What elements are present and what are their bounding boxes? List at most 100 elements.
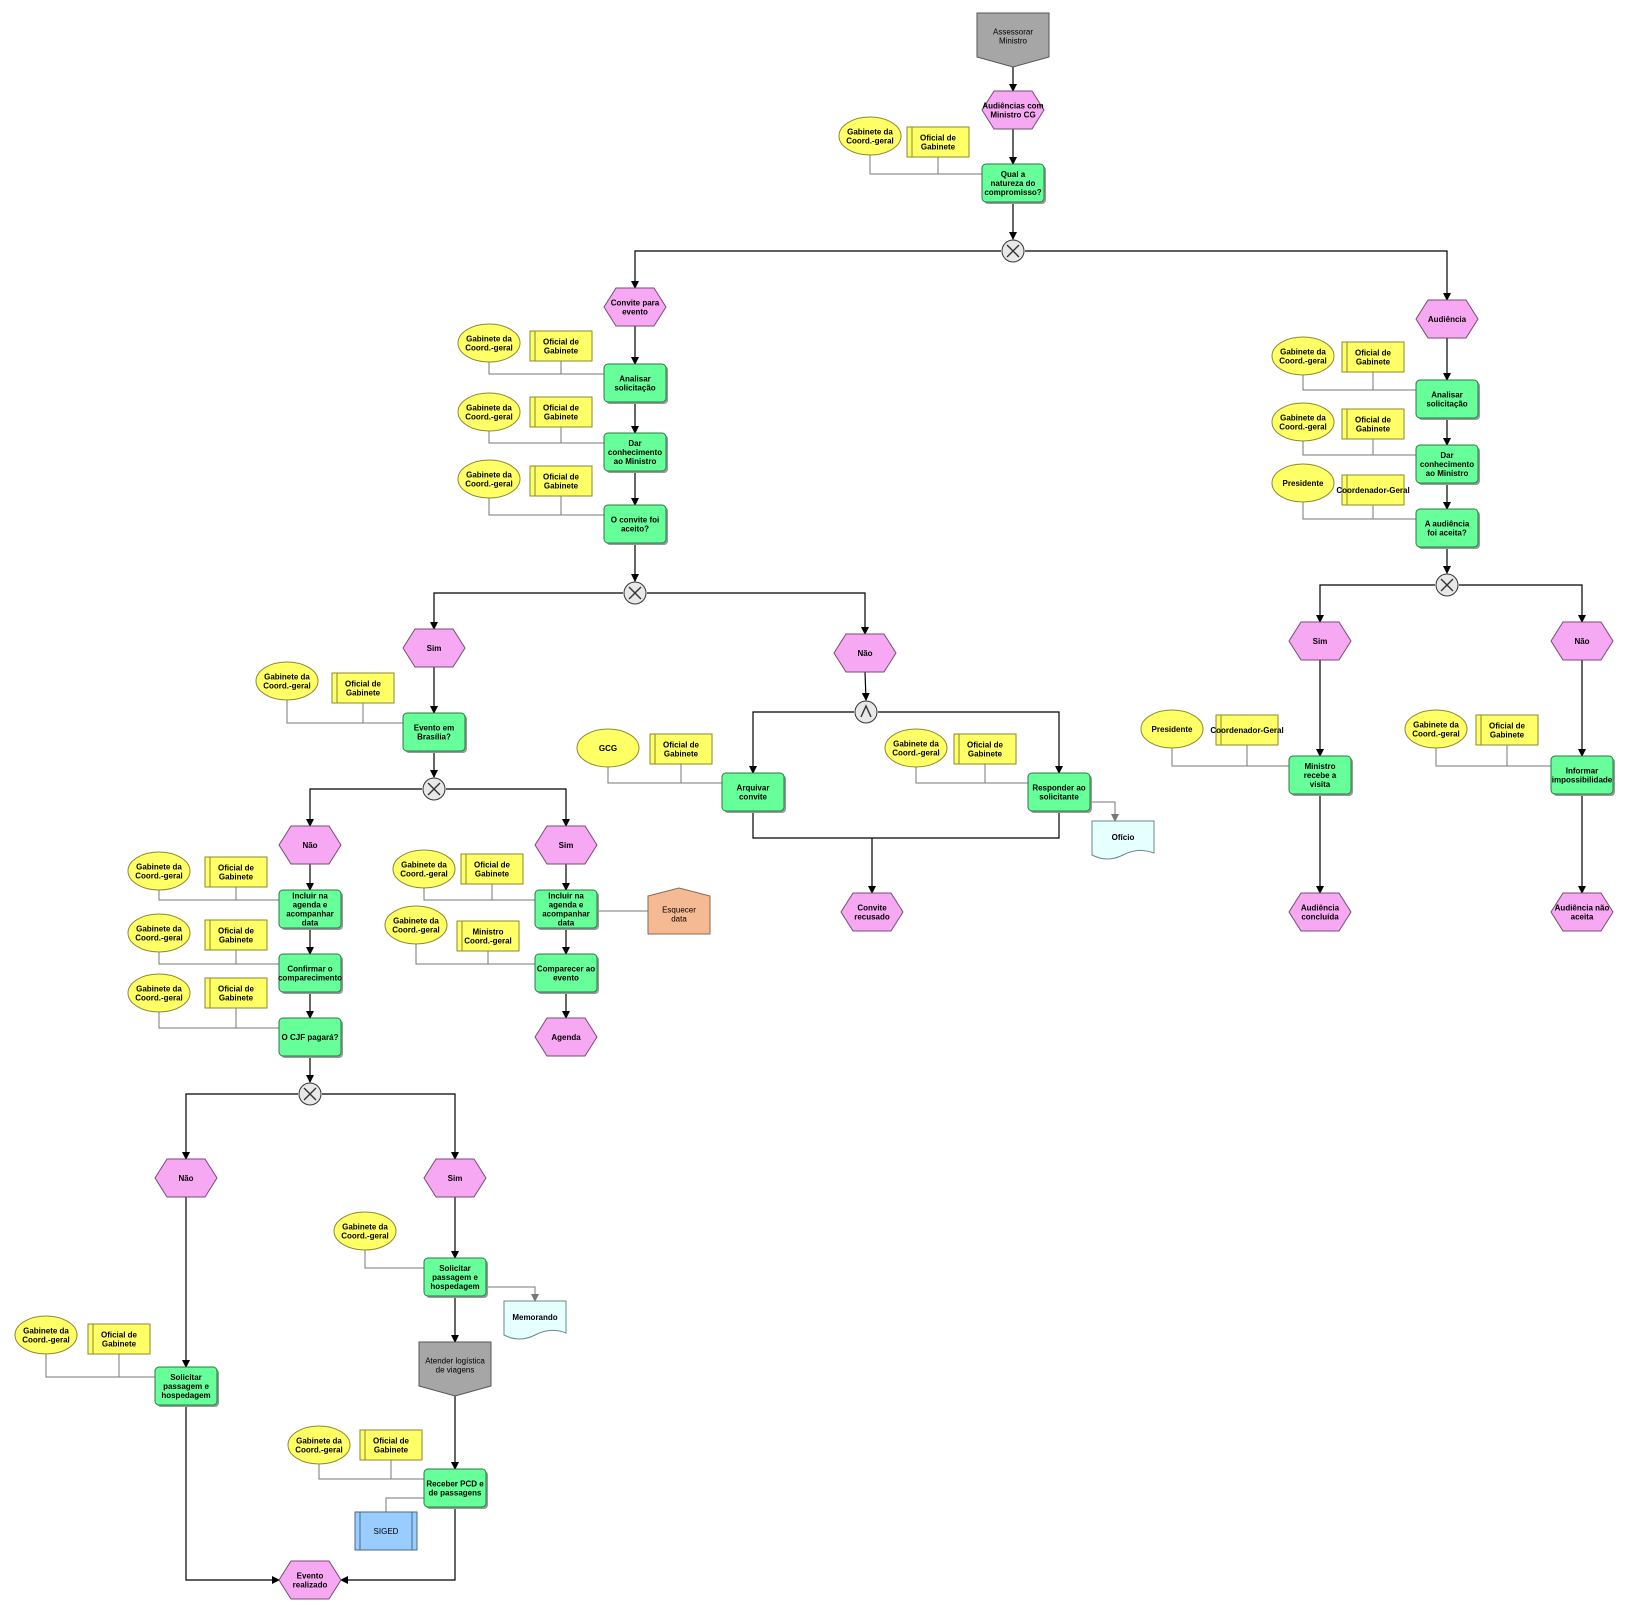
node-label-line: Oficial de <box>218 864 255 873</box>
node-label-line: Gabinete da <box>401 861 447 870</box>
node-label-line: Coordenador-Geral <box>1336 486 1409 495</box>
node-label-line: hospedagem <box>161 1391 210 1400</box>
role-coordenador-geral: Coordenador-Geral <box>1210 714 1284 746</box>
function-receber-pcd-e-de-passagens[interactable]: Receber PCD ede passagens <box>423 1468 488 1509</box>
node-label-line: agenda e <box>549 901 584 910</box>
node-label-line: agenda e <box>293 901 328 910</box>
node-label-line: Sim <box>448 1174 463 1183</box>
node-label-line: passagem e <box>432 1273 478 1282</box>
org-unit-presidente: Presidente <box>1271 463 1335 503</box>
node-label-line: Comparecer ao <box>537 965 595 974</box>
node-label-line: Não <box>857 649 872 658</box>
node-label-line: Gabinete <box>219 936 254 945</box>
node-label-line: aceito? <box>621 525 649 534</box>
node-label-line: realizado <box>293 1581 328 1590</box>
node-label-line: Gabinete <box>346 689 381 698</box>
node-label-line: comparecimento <box>278 974 342 983</box>
node-label-line: data <box>671 915 687 924</box>
node-label-line: Responder ao <box>1032 784 1085 793</box>
system-siged: SIGED <box>354 1511 418 1551</box>
assoc-o7-f_confirmar <box>158 952 279 965</box>
output-memorando <box>486 1286 539 1302</box>
flow-x4-to-e_nao4 <box>182 1093 298 1160</box>
assoc-o8-f_cjf <box>158 1012 279 1029</box>
event-sim: Sim <box>402 628 466 668</box>
node-label-line: ao Ministro <box>1426 469 1469 478</box>
node-label-line: Ministro <box>1304 762 1335 771</box>
node-label-line: O CJF pagará? <box>282 1033 339 1042</box>
flow-e_nao2-to-a1 <box>861 671 870 701</box>
xor-icon <box>1440 578 1454 592</box>
node-label-line: Solicitar <box>439 1264 471 1273</box>
flow-merge-recusado <box>752 811 1060 839</box>
node-label-line: Gabinete da <box>393 917 439 926</box>
node-label-line: Confirmar o <box>287 965 332 974</box>
node-label-line: Não <box>178 1174 193 1183</box>
flow-x1-to-e_convite <box>631 250 1001 289</box>
node-label-line: Presidente <box>1152 725 1193 734</box>
function-o-cjf-pagara[interactable]: O CJF pagará? <box>278 1017 343 1058</box>
node-label-line: Informar <box>1566 767 1598 776</box>
node-label-line: Oficial de <box>543 338 580 347</box>
node-label-line: aceita <box>1571 913 1594 922</box>
node-label-line: foi aceita? <box>1427 529 1467 538</box>
node-label-line: Ministro <box>999 37 1028 46</box>
event-nao: Não <box>154 1158 218 1198</box>
node-label-line: Agenda <box>551 1033 581 1042</box>
assoc-siged <box>385 1497 424 1512</box>
node-label-line: Coord.-geral <box>465 413 513 422</box>
node-label-line: Memorando <box>512 1313 557 1322</box>
node-label-line: Evento em <box>414 724 454 733</box>
node-label-line: hospedagem <box>430 1282 479 1291</box>
node-label-line: conhecimento <box>608 448 662 457</box>
node-label-line: Ofício <box>1112 833 1135 842</box>
node-label-line: solicitante <box>1039 793 1079 802</box>
assoc-o18-f_aud_aceita <box>1302 502 1416 520</box>
node-label-line: Gabinete <box>374 1446 409 1455</box>
node-label-line: visita <box>1310 780 1331 789</box>
node-label-line: Oficial de <box>543 404 580 413</box>
node-label-line: data <box>558 919 575 928</box>
xor-x5 <box>1435 573 1459 597</box>
xor-icon <box>303 1087 317 1101</box>
node-label-line: acompanhar <box>542 910 590 919</box>
node-label-line: Gabinete <box>219 873 254 882</box>
node-label-line: Gabinete <box>475 870 510 879</box>
node-label-line: compromisso? <box>984 188 1041 197</box>
node-label-line: Audiência não <box>1555 904 1610 913</box>
node-label-line: Coord.-geral <box>892 749 940 758</box>
assoc-o19-f_recebe <box>1171 748 1289 767</box>
